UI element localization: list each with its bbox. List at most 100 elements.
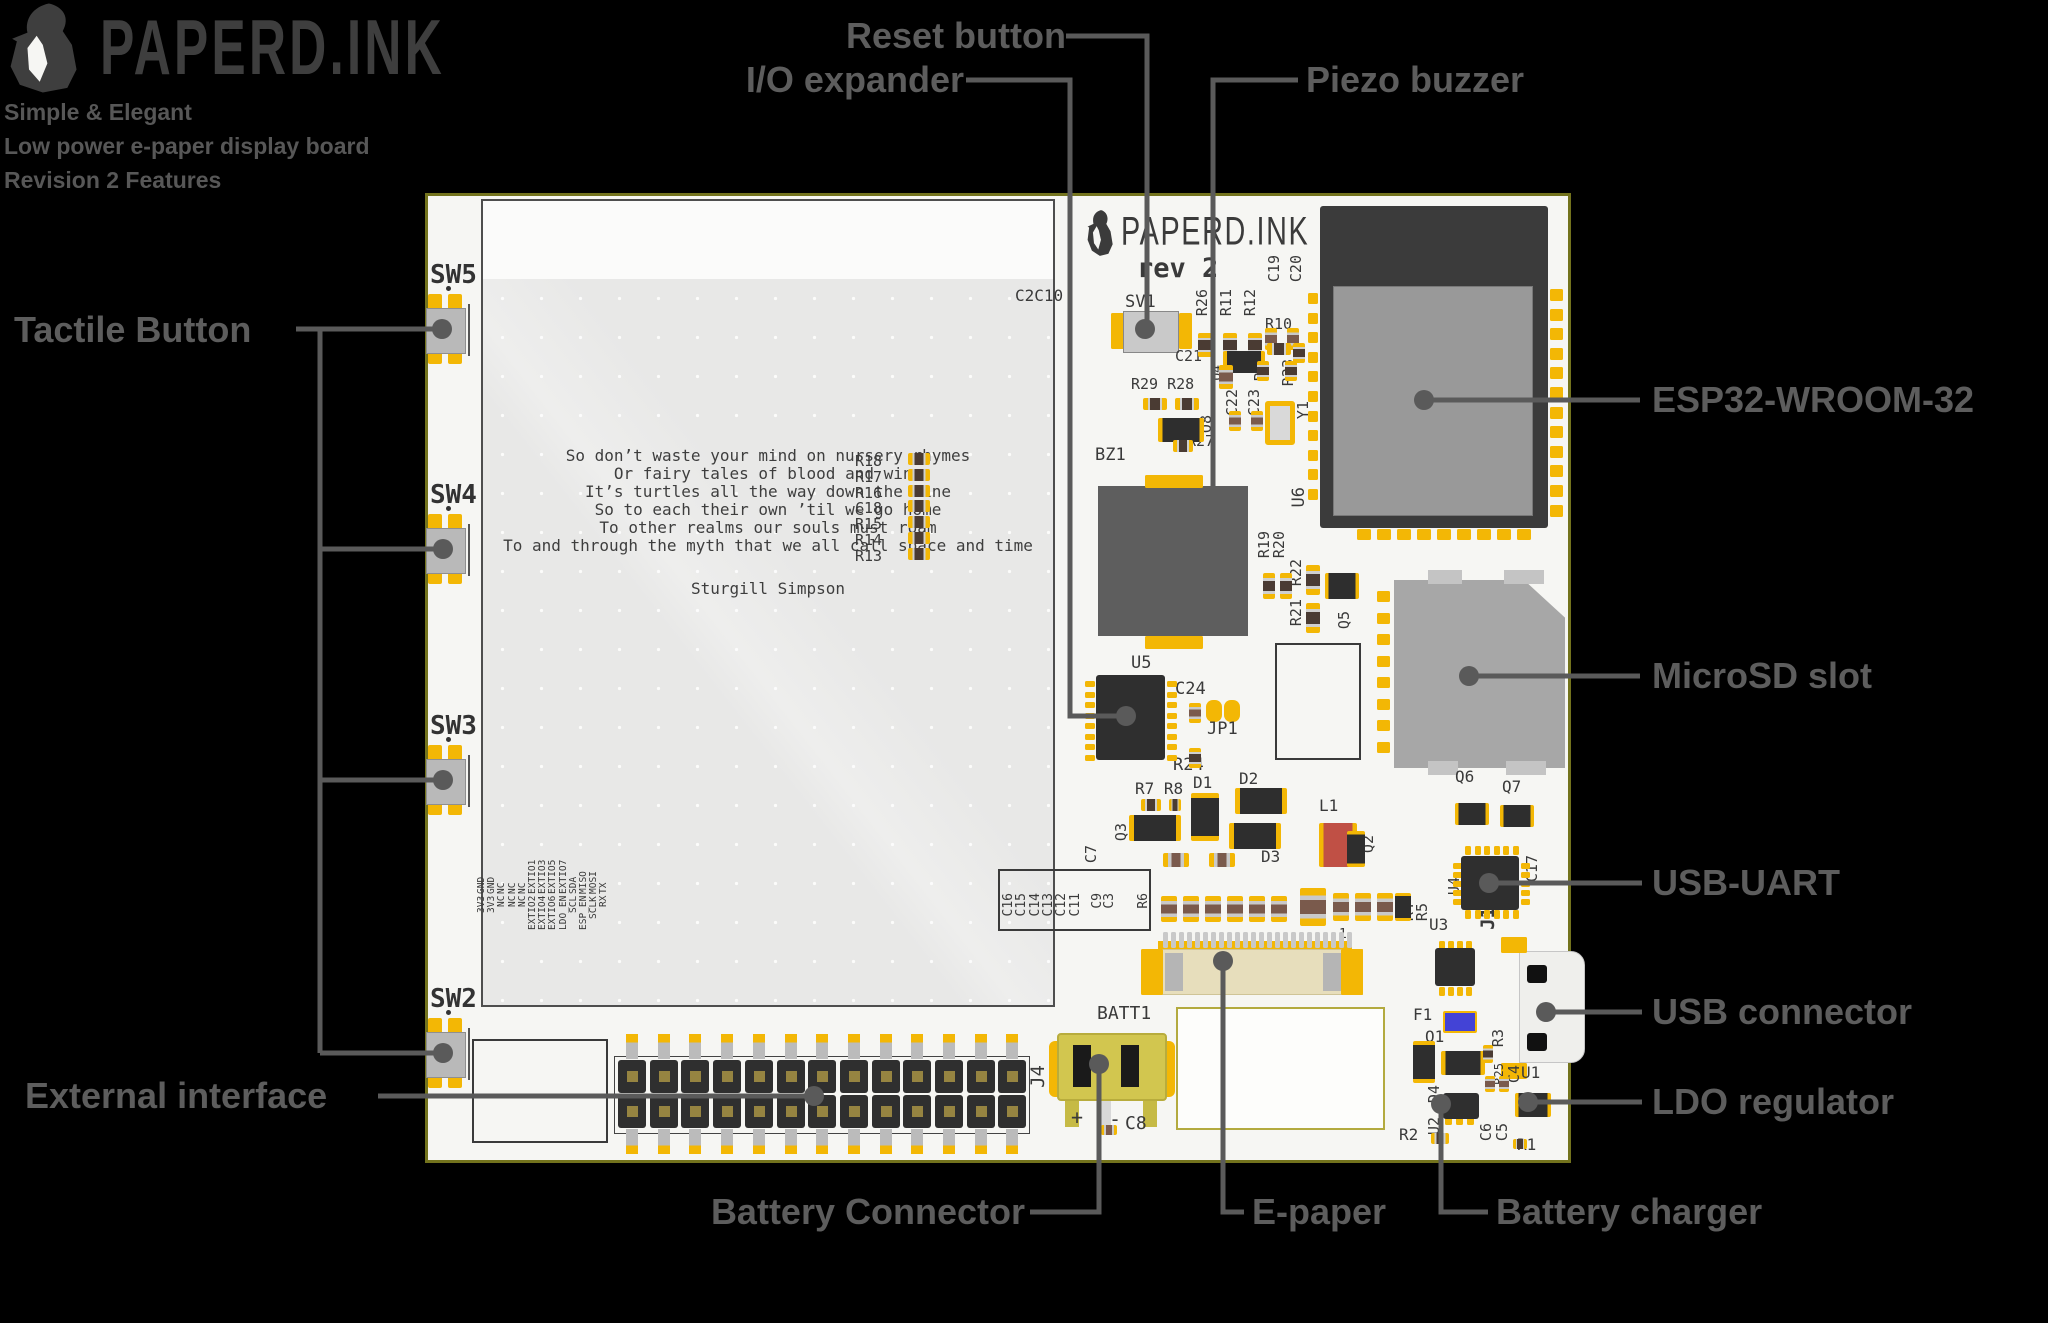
j4-pad (847, 1129, 860, 1154)
epaper-display-panel: So don’t waste your mind on nursery rhym… (481, 199, 1055, 1007)
usb-slot (1527, 965, 1547, 983)
j4-pin (722, 1106, 734, 1117)
cap-group-box (998, 869, 1151, 931)
j4-pin (975, 1106, 987, 1117)
component (1235, 788, 1287, 814)
silk-label-R21: R21 (1287, 599, 1305, 627)
pad-strip (1512, 846, 1519, 855)
pad-strip (1521, 881, 1530, 887)
pad-strip (1331, 932, 1336, 948)
pad-strip (1550, 289, 1563, 301)
j4-pad (721, 1034, 734, 1059)
silk-label-U1: U1 (1521, 1063, 1541, 1082)
pad-strip (1203, 932, 1208, 948)
pad-strip (1357, 529, 1371, 540)
pad-strip (1308, 312, 1318, 324)
j4-pad (626, 1034, 638, 1059)
j4-pinlabel-box (472, 1039, 608, 1143)
penguin-logo-icon (10, 3, 77, 93)
component (1249, 896, 1265, 922)
silk-label-C12: C12 (1054, 893, 1069, 917)
pad-strip (1453, 881, 1462, 887)
pad-strip (1179, 932, 1184, 948)
switch-mark (468, 755, 470, 807)
component (1395, 893, 1411, 921)
silk-label-U5: U5 (1131, 653, 1152, 673)
pad-strip (1466, 987, 1472, 996)
j4-pad (689, 1034, 702, 1059)
silk-label-R17: R17 (855, 467, 883, 486)
pad-strip (1484, 846, 1490, 855)
silk-label-rev-2: rev 2 (1137, 253, 1219, 284)
usb-pad (1501, 1063, 1527, 1079)
component (1189, 703, 1201, 723)
esp32-shield (1333, 286, 1533, 516)
callout-usb-connector: USB connector (1652, 991, 1913, 1032)
pad-strip (1283, 932, 1288, 948)
epaper-screen: So don’t waste your mind on nursery rhym… (483, 279, 1053, 1005)
j4-pin (627, 1071, 638, 1082)
j4-pin (753, 1071, 765, 1082)
switch-label-SW3: SW3 (430, 711, 477, 741)
component (1141, 799, 1161, 811)
callout-e-paper: E-paper (1252, 1191, 1387, 1232)
pad-strip (1550, 485, 1563, 497)
pad-strip (1521, 863, 1530, 869)
silk-label-D3: D3 (1261, 847, 1281, 866)
j4-pin (944, 1071, 955, 1082)
silk-label-R13: R13 (855, 546, 883, 565)
pad-strip (1493, 846, 1500, 855)
silk-label-cbox-title: C2C10 (1015, 286, 1064, 305)
silk-label-R5: R5 (1413, 903, 1431, 922)
silk-label-R2: R2 (1399, 1125, 1419, 1144)
pad-strip (1512, 910, 1519, 919)
component (1161, 896, 1177, 922)
pad-strip (1085, 754, 1095, 761)
reset-button-sv1 (1123, 311, 1179, 353)
j4-pad (657, 1034, 670, 1059)
silk-label-Q5: Q5 (1335, 611, 1353, 630)
callout-battery-connector: Battery Connector (710, 1191, 1025, 1232)
pad-strip (1474, 910, 1481, 919)
epaper-poem-author: Sturgill Simpson (690, 579, 846, 598)
microsd-tab (1506, 761, 1546, 775)
j4-pad (1006, 1129, 1019, 1154)
buzzer-pad (1145, 636, 1203, 649)
component (1413, 1041, 1435, 1083)
j4-pin (912, 1106, 924, 1117)
j4-pin-label-EXTIO6: EXTIO6 (547, 896, 559, 931)
pad-strip (1550, 445, 1563, 458)
j4-pin (912, 1071, 924, 1082)
j4-pin (627, 1106, 638, 1117)
component (1158, 418, 1204, 442)
component (1333, 893, 1349, 921)
j4-pin-label-NC: NC (506, 896, 518, 908)
j4-pin (690, 1106, 702, 1117)
component (1500, 805, 1534, 827)
pad-strip (1466, 941, 1472, 950)
poem-line: So don’t waste your mind on nursery rhym… (565, 446, 971, 465)
tactile-switch-SW5 (426, 308, 466, 354)
silk-label-SV1: SV1 (1125, 292, 1156, 312)
pad-strip (1377, 529, 1391, 540)
j4-pin (817, 1106, 829, 1117)
pad-strip (1439, 941, 1445, 950)
pad-strip (1497, 529, 1511, 540)
silk-label-R15: R15 (855, 515, 883, 534)
batt1-slot (1121, 1045, 1139, 1087)
pad-strip (1308, 391, 1318, 402)
poem-line: It’s turtles all the way down the line (584, 482, 952, 501)
j4-pad (689, 1129, 702, 1154)
j4-pin (880, 1106, 892, 1117)
batt1-slot (1073, 1045, 1091, 1087)
switch-dot (446, 1010, 451, 1015)
chip-R18 (908, 453, 930, 465)
pad-strip (1085, 712, 1095, 719)
silk-label-L1: L1 (1319, 796, 1339, 815)
component (1280, 573, 1292, 599)
switch-dot (446, 737, 451, 742)
silk-label-R3: R3 (1489, 1029, 1507, 1048)
pad-strip (1167, 681, 1177, 687)
silk-label-D2: D2 (1239, 769, 1259, 788)
j4-pad (943, 1034, 955, 1059)
